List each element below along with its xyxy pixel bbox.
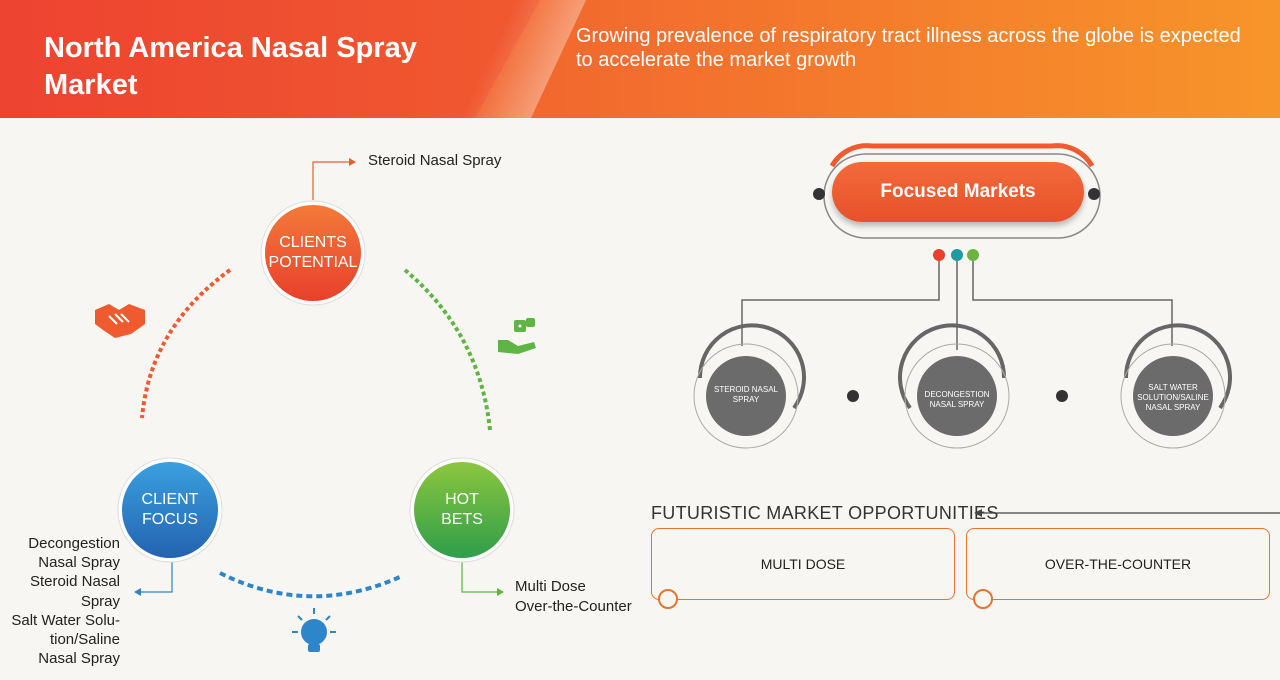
salt-water-label: SALT WATER SOLUTION/SALINE NASAL SPRAY	[1133, 383, 1213, 413]
hot-bets-notes: Multi Dose Over-the-Counter	[515, 577, 632, 616]
dot-green	[967, 249, 979, 261]
client-focus-notes: Decongestion Nasal Spray Steroid Nasal S…	[0, 534, 120, 668]
opportunity-label: MULTI DOSE	[760, 556, 846, 572]
salt-water-line: NASAL SPRAY	[1145, 403, 1201, 412]
client-focus-note: Spray	[80, 592, 120, 610]
client-focus-label: CLIENT FOCUS	[120, 490, 220, 530]
salt-water-circle	[1120, 323, 1232, 449]
steroid-label: STEROID NASAL SPRAY	[706, 385, 786, 405]
steroid-line: SPRAY	[732, 395, 760, 404]
hot-bets-label: HOT BETS	[412, 490, 512, 530]
hot-bets-circle	[409, 457, 515, 563]
hot-bets-line2: BETS	[441, 511, 483, 528]
dice-hand-icon	[498, 318, 536, 354]
opportunity-dot	[658, 589, 678, 609]
handshake-icon	[95, 304, 145, 338]
steroid-line: STEROID NASAL	[713, 385, 778, 394]
client-focus-note: Decongestion	[28, 535, 120, 552]
decongestion-circle	[898, 323, 1010, 449]
opportunities-arrow	[974, 509, 1280, 517]
page-title: North America Nasal Spray Market	[44, 32, 417, 101]
connector-hot-bets	[461, 558, 498, 593]
clients-potential-circle	[260, 200, 366, 306]
arc-right	[403, 268, 492, 431]
salt-water-line: SOLUTION/SALINE	[1137, 393, 1209, 402]
focused-pill-orange-arc	[829, 143, 1095, 168]
cycle-diagram	[95, 158, 536, 652]
opportunity-otc: OVER-THE-COUNTER	[966, 528, 1270, 600]
clients-potential-line1: CLIENTS	[279, 234, 347, 251]
client-focus-note: tion/Saline	[49, 631, 120, 649]
page-subtitle: Growing prevalence of respiratory tract …	[576, 25, 1241, 71]
hot-bets-note: Over-the-Counter	[515, 597, 632, 615]
opportunity-label: OVER-THE-COUNTER	[1044, 556, 1192, 572]
decongestion-line: NASAL SPRAY	[929, 400, 985, 409]
decongestion-label: DECONGESTION NASAL SPRAY	[917, 390, 997, 410]
hot-bets-note: Multi Dose	[515, 578, 586, 595]
focused-markets-diagram	[693, 143, 1232, 449]
client-focus-note: Steroid Nasal	[29, 573, 120, 591]
header-banner: North America Nasal Spray Market Growing…	[0, 0, 1280, 118]
client-focus-note: Nasal Spray	[38, 650, 120, 668]
clients-potential-note: Steroid Nasal Spray	[368, 152, 502, 169]
arc-left	[140, 268, 232, 419]
clients-potential-label: CLIENTS POTENTIAL	[263, 233, 363, 273]
connector-clients	[312, 161, 350, 200]
dot-teal	[951, 249, 963, 261]
salt-water-line: SALT WATER	[1148, 383, 1198, 392]
opportunity-dot	[973, 589, 993, 609]
client-focus-note: Salt Water Solu-	[11, 611, 120, 629]
dot-red	[933, 249, 945, 261]
opportunity-multi-dose: MULTI DOSE	[651, 528, 955, 600]
client-focus-line2: FOCUS	[142, 511, 198, 528]
client-focus-note: Nasal Spray	[38, 554, 120, 572]
connector-client-focus	[140, 558, 173, 593]
lightbulb-icon	[292, 608, 336, 652]
opportunities-title: FUTURISTIC MARKET OPPORTUNITIES	[651, 503, 999, 523]
client-focus-line1: CLIENT	[141, 491, 199, 508]
client-focus-circle	[117, 457, 223, 563]
header-left-panel	[0, 0, 540, 118]
steroid-circle	[693, 323, 806, 449]
arc-bottom	[219, 571, 403, 599]
decongestion-line: DECONGESTION	[924, 390, 990, 399]
clients-potential-line2: POTENTIAL	[268, 254, 358, 271]
focused-markets-title: Focused Markets	[832, 162, 1084, 222]
hot-bets-line1: HOT	[445, 491, 479, 508]
